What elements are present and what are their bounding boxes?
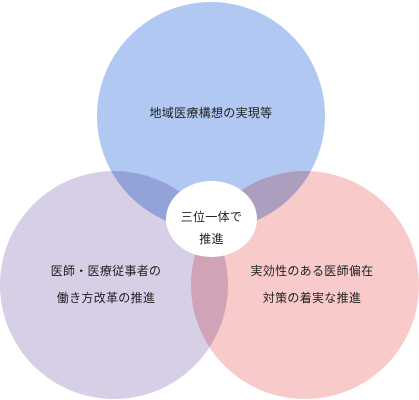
label-right-line-1: 実効性のある医師偏在 <box>250 264 374 278</box>
label-center: 三位一体で 推進 <box>166 206 257 250</box>
label-center-line-1: 三位一体で <box>180 210 243 224</box>
label-left-line-1: 医師・医療従事者の <box>50 264 162 278</box>
label-top-line-1: 地域医療構想の実現等 <box>149 106 273 120</box>
label-right-line-2: 対策の着実な推進 <box>262 291 362 305</box>
label-top-circle: 地域医療構想の実現等 <box>97 100 325 127</box>
label-center-line-2: 推進 <box>199 232 224 246</box>
label-left-line-2: 働き方改革の推進 <box>56 291 156 305</box>
label-left-circle: 医師・医療従事者の 働き方改革の推進 <box>40 258 172 312</box>
center-circle <box>166 181 257 257</box>
label-right-circle: 実効性のある医師偏在 対策の着実な推進 <box>237 258 387 312</box>
